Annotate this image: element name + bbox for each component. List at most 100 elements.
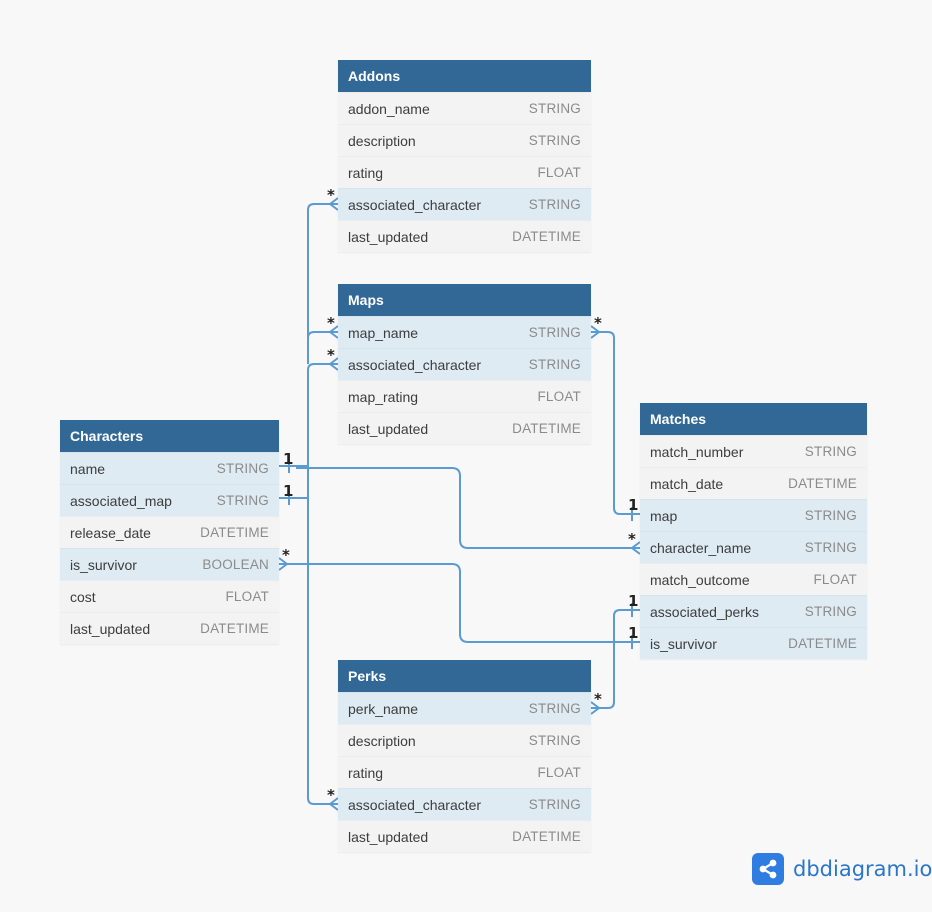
table-row[interactable]: associated_map STRING	[60, 484, 279, 516]
column-type: STRING	[528, 197, 581, 212]
table-row[interactable]: map_rating FLOAT	[338, 380, 591, 412]
column-type: DATETIME	[512, 829, 581, 844]
table-row[interactable]: description STRING	[338, 724, 591, 756]
column-type: STRING	[804, 604, 857, 619]
column-type: STRING	[804, 508, 857, 523]
link-characters-name-perks-associated-character	[307, 466, 338, 805]
column-name: cost	[70, 588, 96, 605]
column-name: match_date	[650, 475, 724, 492]
cardinality-many-label: *	[327, 786, 335, 804]
table-header[interactable]: Maps	[338, 284, 591, 316]
column-name: associated_map	[70, 492, 172, 509]
cardinality-many-label: *	[327, 186, 335, 204]
column-name: associated_perks	[650, 603, 759, 620]
column-type: DATETIME	[788, 476, 857, 491]
table-row[interactable]: last_updated DATETIME	[338, 820, 591, 852]
table-row[interactable]: associated_character STRING	[338, 348, 591, 380]
column-name: last_updated	[70, 620, 151, 637]
link-maps-map-name-matches-map	[591, 331, 640, 515]
brand-name: dbdiagram.io	[793, 857, 932, 881]
link-maps-map-name	[307, 331, 338, 339]
column-type: STRING	[216, 493, 269, 508]
cardinality-one-label: 1	[628, 624, 639, 642]
column-type: FLOAT	[537, 389, 581, 404]
column-type: FLOAT	[537, 765, 581, 780]
table-header[interactable]: Matches	[640, 403, 867, 435]
column-name: associated_character	[348, 356, 482, 373]
cardinality-one-label: 1	[628, 592, 639, 610]
column-name: character_name	[650, 539, 752, 556]
cardinality-one-label: 1	[628, 496, 639, 514]
column-name: is_survivor	[650, 635, 717, 652]
cardinality-many-label: *	[594, 314, 602, 332]
cardinality-many-label: *	[327, 346, 335, 364]
table-row[interactable]: cost FLOAT	[60, 580, 279, 612]
column-name: is_survivor	[70, 556, 137, 573]
column-type: DATETIME	[200, 621, 269, 636]
cardinality-one-label: 1	[283, 450, 294, 468]
table-header[interactable]: Characters	[60, 420, 279, 452]
column-name: last_updated	[348, 828, 429, 845]
column-type: DATETIME	[788, 636, 857, 651]
table-row[interactable]: last_updated DATETIME	[60, 612, 279, 644]
link-characters-addons-associated-character	[307, 203, 338, 364]
column-type: FLOAT	[225, 589, 269, 604]
table-header[interactable]: Perks	[338, 660, 591, 692]
column-type: STRING	[528, 133, 581, 148]
column-type: STRING	[528, 733, 581, 748]
column-type: STRING	[528, 701, 581, 716]
brand-watermark[interactable]: dbdiagram.io	[752, 853, 932, 885]
table-header[interactable]: Addons	[338, 60, 591, 92]
column-name: match_number	[650, 443, 744, 460]
column-name: name	[70, 460, 106, 477]
column-name: map_name	[348, 324, 419, 341]
table-row[interactable]: release_date DATETIME	[60, 516, 279, 548]
column-name: rating	[348, 764, 384, 781]
column-type: STRING	[216, 461, 269, 476]
table-row[interactable]: associated_character STRING	[338, 788, 591, 820]
column-name: associated_character	[348, 796, 482, 813]
column-name: map_rating	[348, 388, 419, 405]
table-row[interactable]: match_date DATETIME	[640, 467, 867, 499]
cardinality-many-label: *	[628, 530, 636, 548]
table-row[interactable]: rating FLOAT	[338, 756, 591, 788]
column-type: STRING	[528, 101, 581, 116]
column-name: last_updated	[348, 420, 429, 437]
column-type: STRING	[528, 357, 581, 372]
column-name: release_date	[70, 524, 151, 541]
column-type: FLOAT	[537, 165, 581, 180]
link-characters-name-matches-character-name	[296, 467, 640, 549]
table-row[interactable]: associated_perks STRING	[640, 595, 867, 627]
cardinality-one-label: 1	[283, 482, 294, 500]
cardinality-many-label: *	[327, 314, 335, 332]
table-row[interactable]: is_survivor DATETIME	[640, 627, 867, 659]
column-type: DATETIME	[200, 525, 269, 540]
column-type: STRING	[804, 444, 857, 459]
column-name: match_outcome	[650, 571, 750, 588]
column-name: addon_name	[348, 100, 430, 117]
table-row[interactable]: match_number STRING	[640, 435, 867, 467]
cardinality-many-label: *	[594, 690, 602, 708]
column-name: description	[348, 732, 416, 749]
column-type: DATETIME	[512, 229, 581, 244]
table-row[interactable]: addon_name STRING	[338, 92, 591, 124]
table-row[interactable]: name STRING	[60, 452, 279, 484]
column-type: STRING	[528, 797, 581, 812]
